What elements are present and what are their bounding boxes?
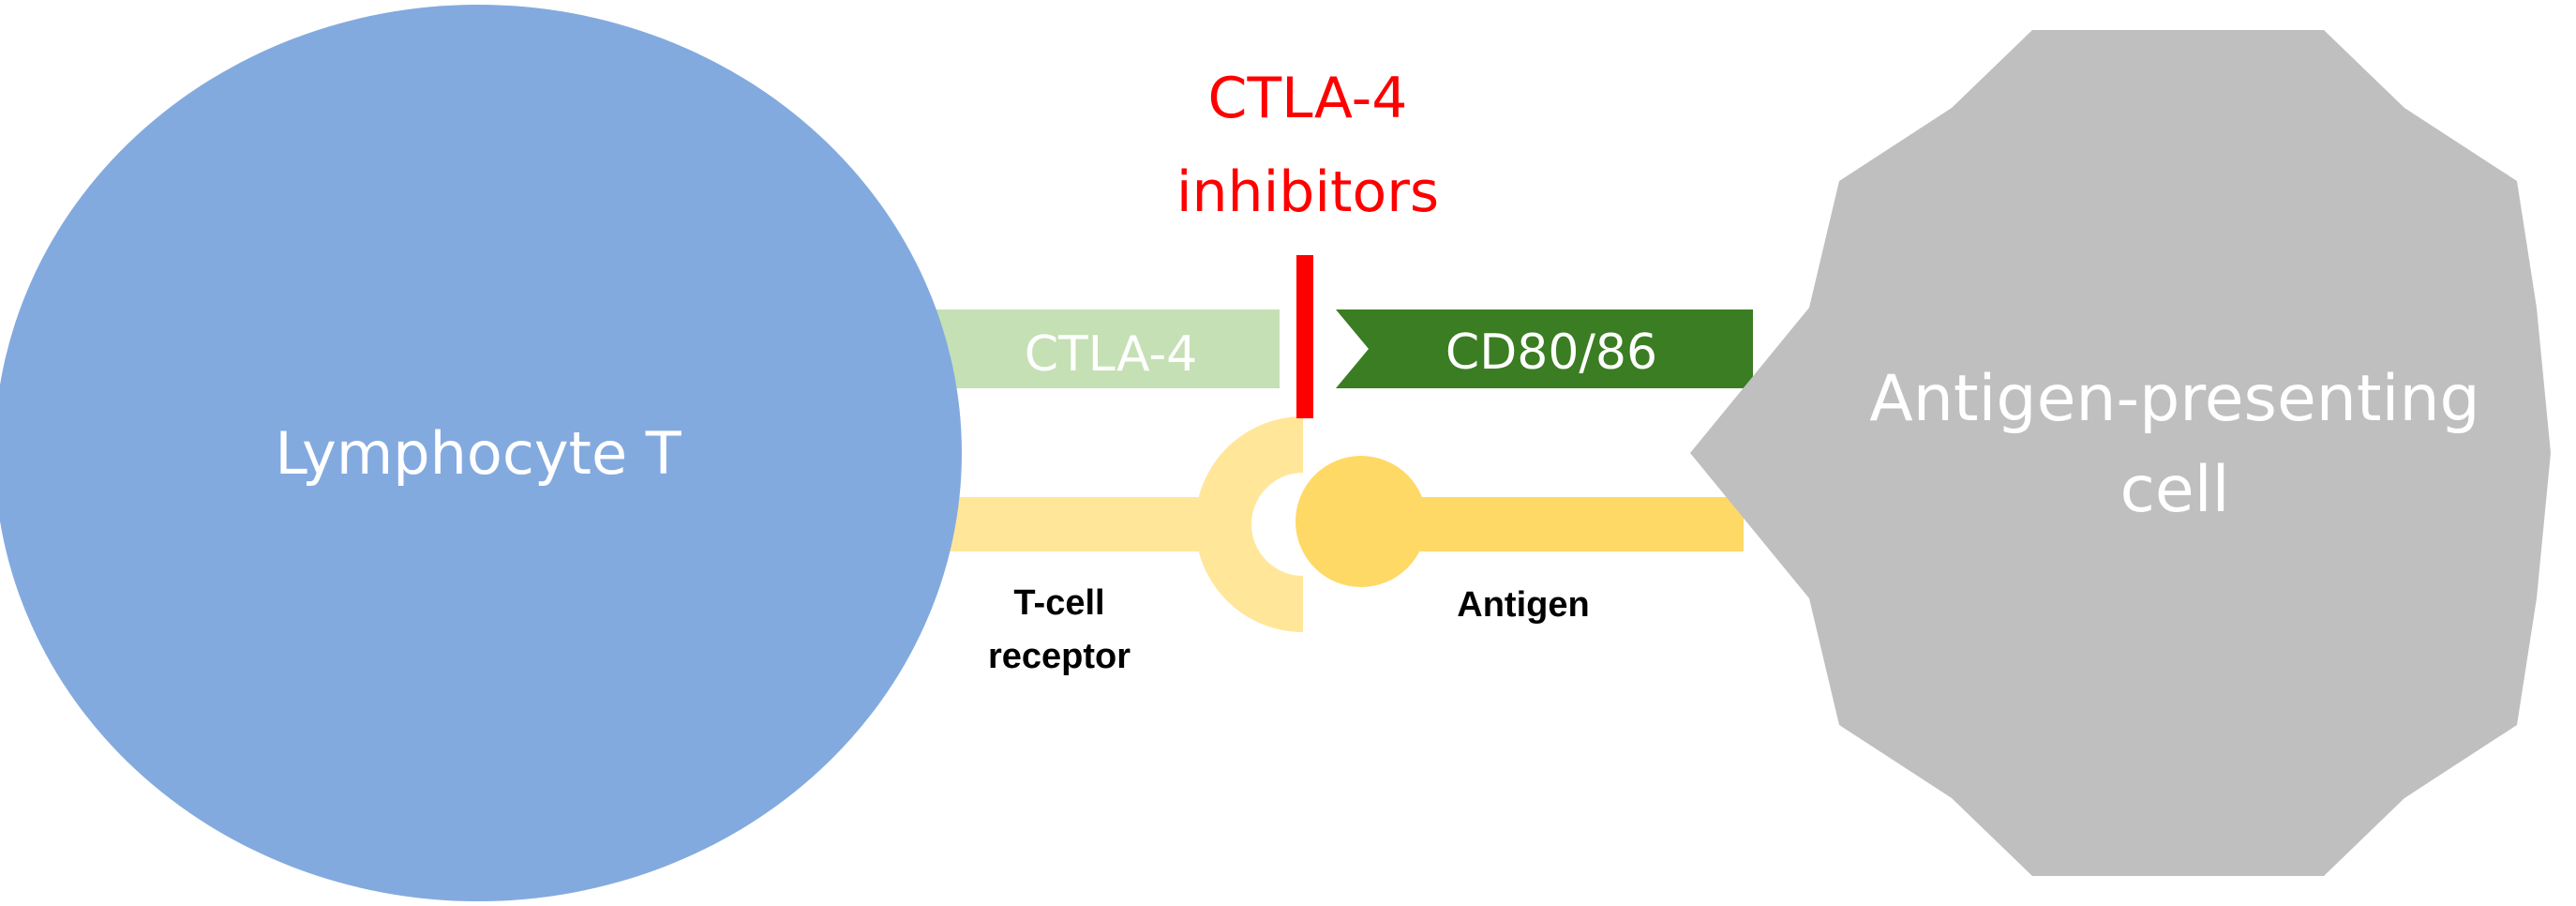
tcr-label-line2: receptor xyxy=(988,637,1131,676)
antigen-label: Antigen xyxy=(1457,585,1589,625)
apc-label-line2: cell xyxy=(2119,453,2229,527)
cd80-86-label: CD80/86 xyxy=(1445,325,1657,381)
tcr-bar xyxy=(928,497,1247,551)
antigen-presenting-cell xyxy=(1690,30,2551,876)
antigen-circle xyxy=(1295,456,1427,587)
cd80-86-arrow xyxy=(1336,310,1753,388)
inhibitor-label-line1: CTLA-4 xyxy=(1208,66,1408,131)
inhibitor-bar xyxy=(1296,255,1313,418)
lymphocyte-label: Lymphocyte T xyxy=(275,419,681,488)
tcr-receptor-ring xyxy=(1195,416,1303,632)
lymphocyte-t-cell xyxy=(0,5,962,901)
apc-label-line1: Antigen-presenting xyxy=(1869,362,2479,436)
ctla4-bar xyxy=(928,310,1280,388)
tcr-label-line1: T-cell xyxy=(1013,583,1104,623)
ctla4-label: CTLA-4 xyxy=(1025,326,1198,383)
inhibitor-label-line2: inhibitors xyxy=(1176,159,1439,225)
